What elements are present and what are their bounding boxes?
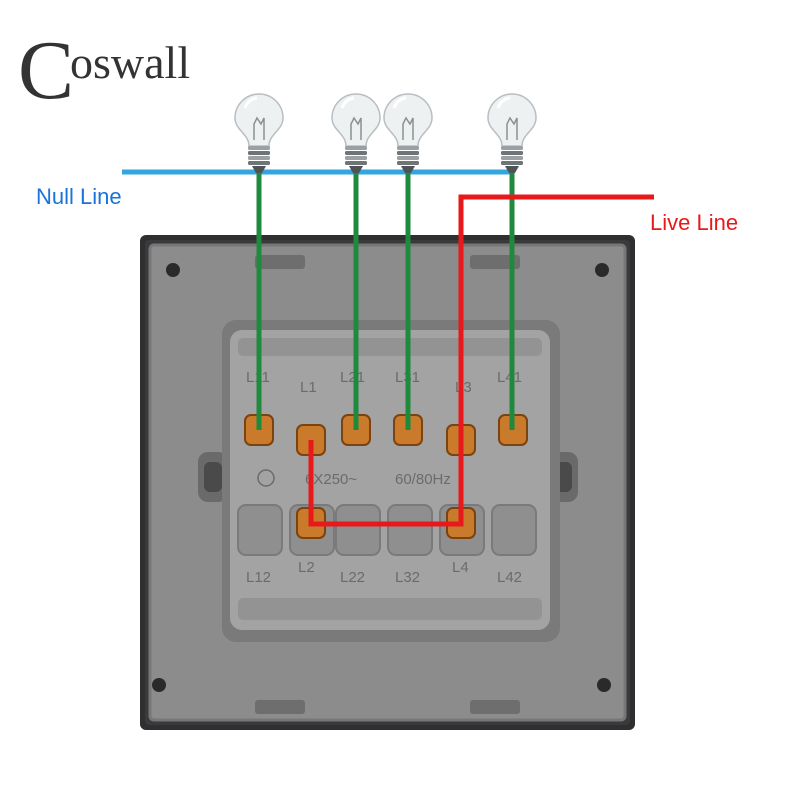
terminal-label-l22: L22 bbox=[340, 569, 365, 586]
brand-name: oswall bbox=[70, 37, 190, 88]
module-top-band bbox=[238, 338, 542, 356]
load-wires bbox=[256, 172, 515, 430]
brand-logo: C oswall bbox=[18, 24, 190, 117]
screw-holes bbox=[152, 263, 611, 692]
terminal-label-l21: L21 bbox=[340, 369, 365, 386]
rating-marking: 6X250~ 60/80Hz bbox=[257, 469, 451, 488]
rating-current: 6X250~ bbox=[305, 471, 357, 488]
terminal-label-l2: L2 bbox=[298, 559, 315, 576]
live-line-jumper bbox=[308, 440, 464, 527]
light-bulbs bbox=[234, 93, 537, 173]
rating-frequency: 60/80Hz bbox=[395, 471, 451, 488]
bulb-2-icon bbox=[331, 93, 381, 173]
terminal-label-l32: L32 bbox=[395, 569, 420, 586]
live-line-label: Live Line bbox=[650, 210, 738, 235]
plate-tabs bbox=[255, 255, 520, 714]
brand-initial: C bbox=[18, 24, 74, 117]
terminal-label-l4: L4 bbox=[452, 559, 469, 576]
null-line-label: Null Line bbox=[36, 184, 122, 209]
mounting-plate-shade bbox=[148, 243, 627, 722]
module-bottom-band bbox=[238, 598, 542, 620]
bulb-3-icon bbox=[383, 93, 433, 173]
bulb-1-icon bbox=[234, 93, 284, 173]
terminal-label-l1: L1 bbox=[300, 379, 317, 396]
bottom-terminal-labels: L12 L2 L22 L32 L4 L42 bbox=[246, 559, 522, 586]
bulb-4-icon bbox=[487, 93, 537, 173]
terminal-label-l12: L12 bbox=[246, 569, 271, 586]
live-line bbox=[458, 194, 654, 440]
terminal-label-l42: L42 bbox=[497, 569, 522, 586]
